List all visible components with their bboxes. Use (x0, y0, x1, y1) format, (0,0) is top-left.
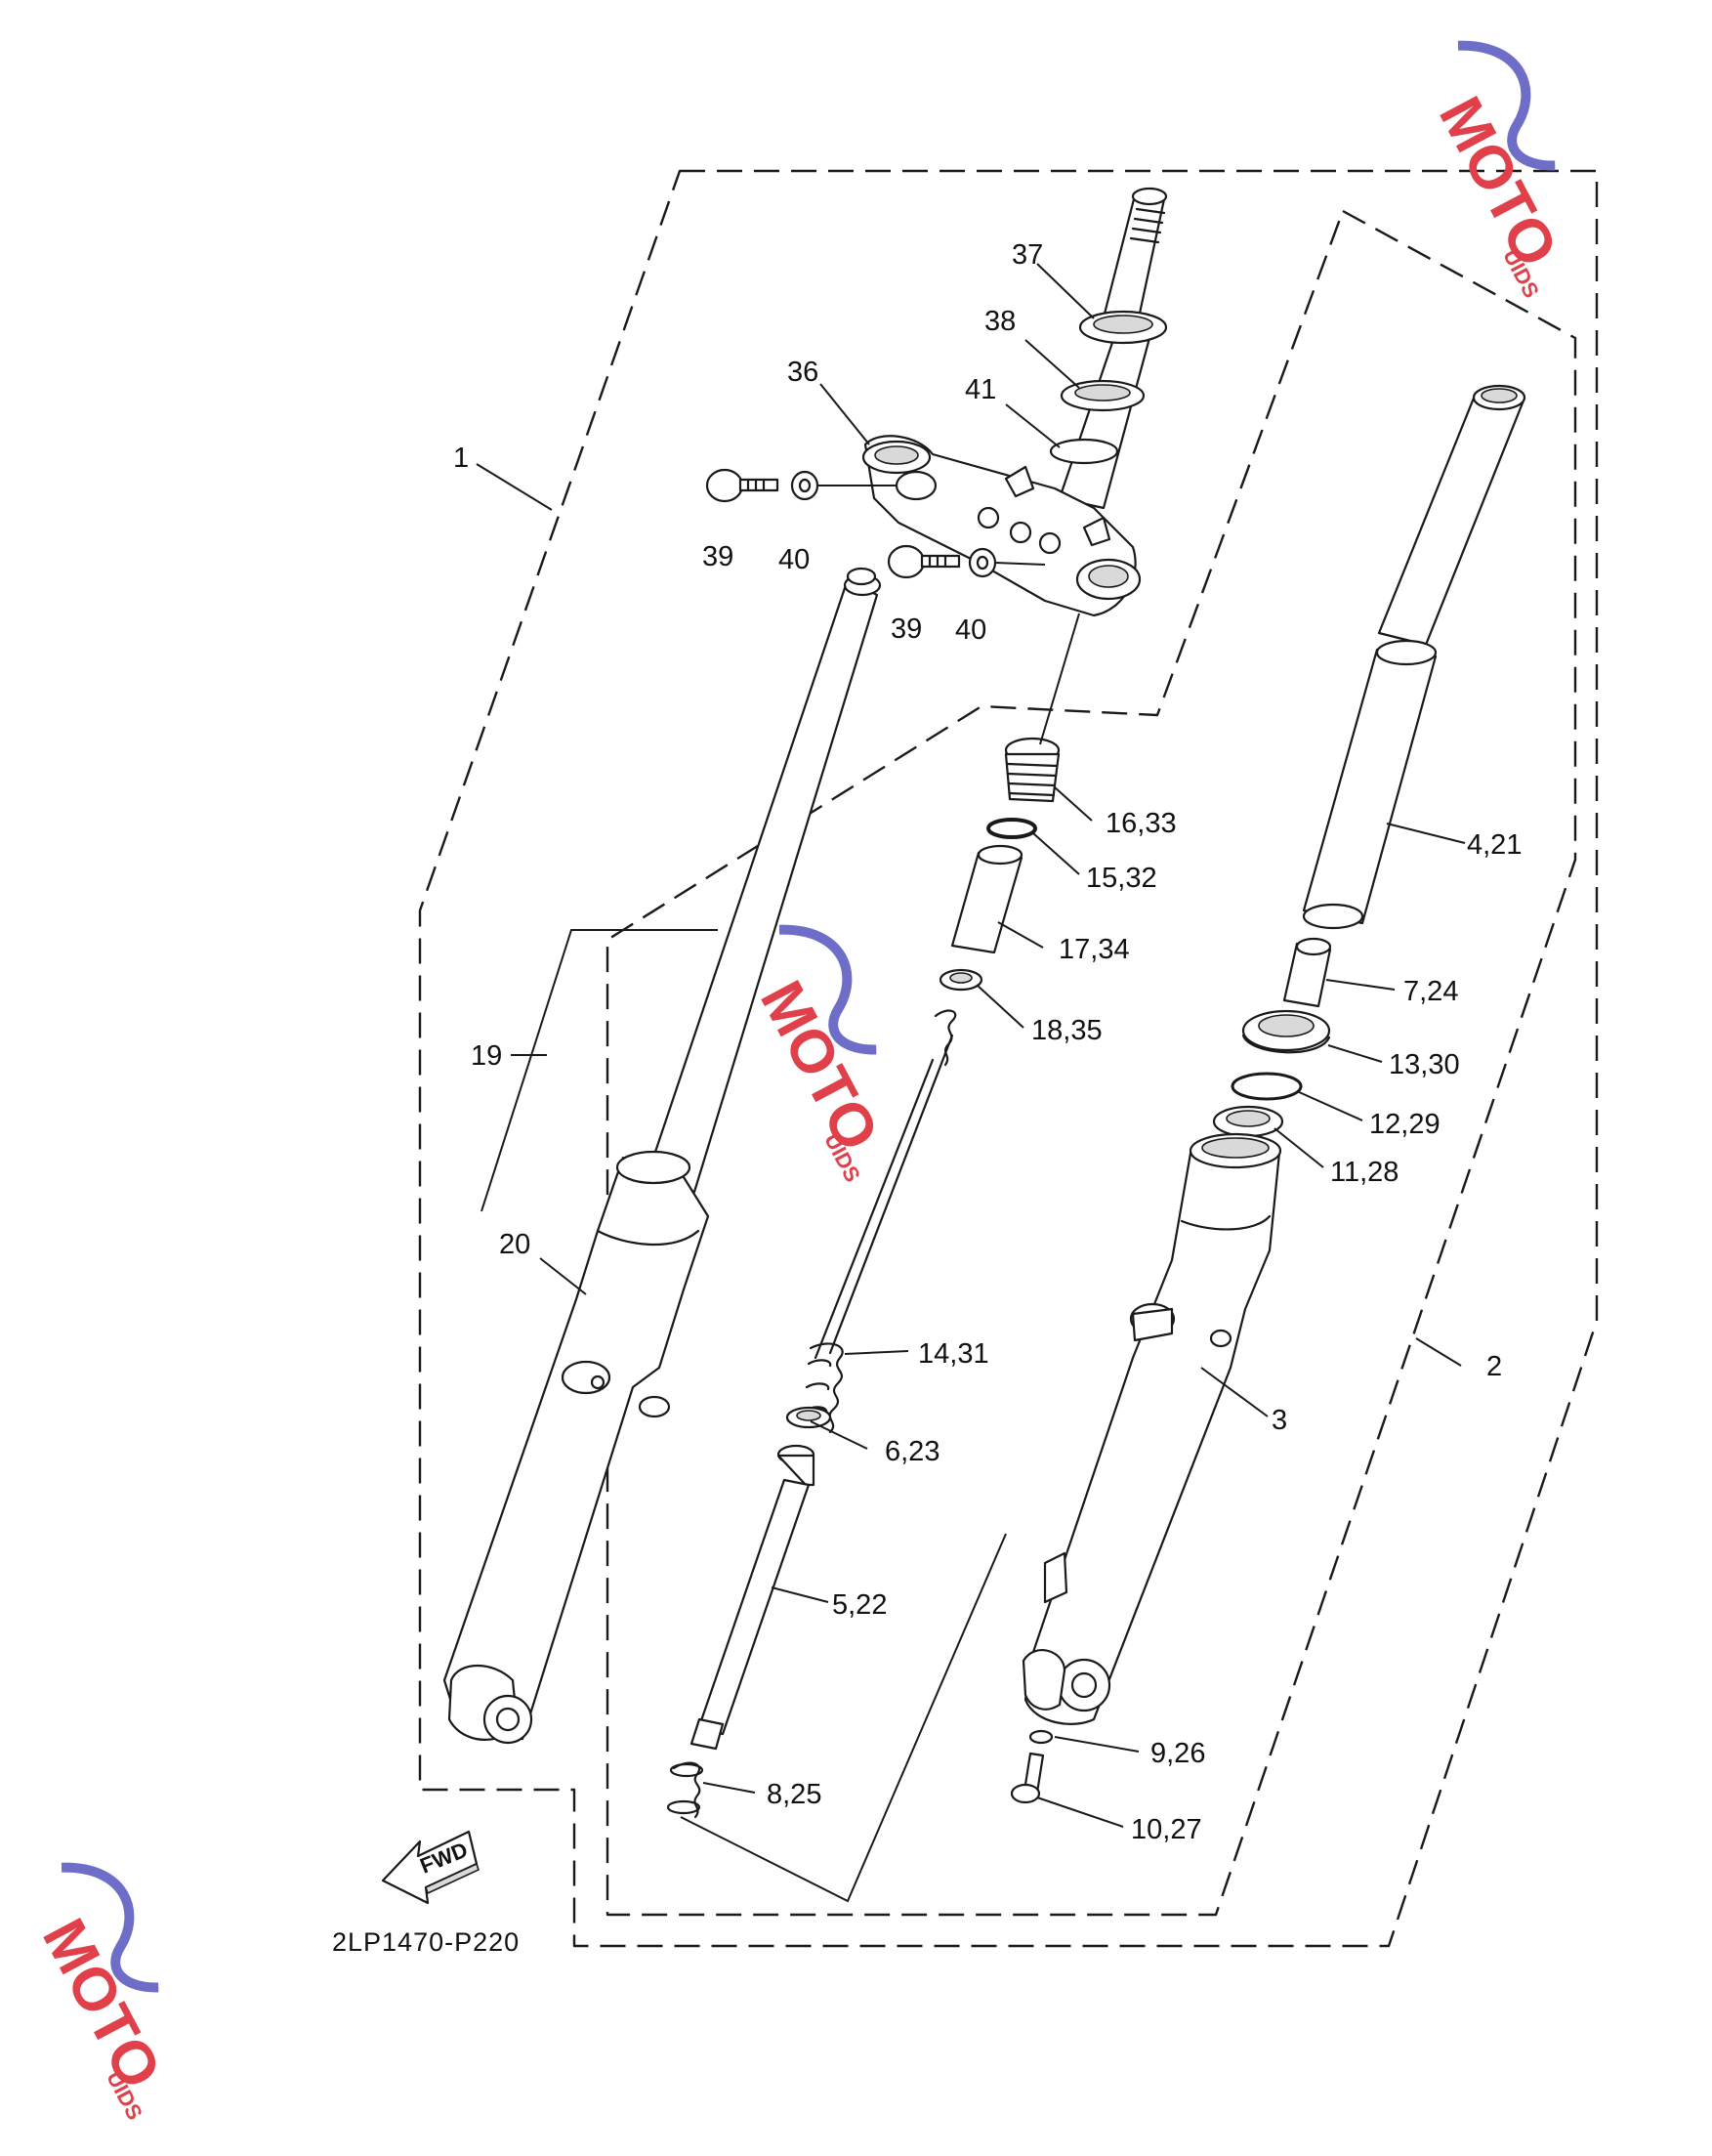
callout-3: 3 (1272, 1405, 1287, 1436)
piston-ring-6 (785, 1406, 832, 1429)
under-bracket (861, 435, 1142, 617)
washer-40-upper (790, 470, 897, 501)
washer-11 (1212, 1105, 1284, 1138)
drain-bolt-10 (1010, 1752, 1045, 1804)
watermark-brand: MOTO (29, 1909, 174, 2100)
callout-13-30: 13,30 (1389, 1049, 1460, 1080)
circlip-12 (1231, 1072, 1303, 1101)
callout-7-24: 7,24 (1403, 976, 1458, 1007)
steering-stem (1049, 187, 1168, 510)
leader-lines (476, 263, 1466, 1903)
fork-spring (814, 1009, 957, 1360)
callout-9-26: 9,26 (1150, 1738, 1205, 1769)
callout-36: 36 (787, 357, 818, 388)
washer-40-lower (968, 547, 1046, 578)
callout-17-34: 17,34 (1059, 934, 1130, 965)
spacer-17 (950, 844, 1023, 954)
watermark-logo-top-right: MOTO UIDS (1426, 40, 1570, 302)
callout-18-35: 18,35 (1031, 1015, 1103, 1046)
gasket-9 (1028, 1729, 1054, 1745)
callout-labels: 1 2 3 4,21 5,22 6,23 7,24 8,25 9,26 10,2… (453, 239, 1522, 1845)
assembly-1-boundary (418, 169, 1599, 1948)
bolt-39-upper (705, 468, 779, 503)
callout-6-23: 6,23 (885, 1436, 940, 1467)
callout-41: 41 (965, 374, 996, 405)
callout-2: 2 (1486, 1351, 1502, 1382)
callout-20: 20 (499, 1229, 530, 1260)
spring-seat-18 (939, 968, 983, 992)
callout-10-27: 10,27 (1131, 1814, 1202, 1845)
watermark-logo-bottom-left: MOTO UIDS (29, 1862, 174, 2124)
inner-tube-4 (1302, 384, 1526, 930)
callout-1: 1 (453, 443, 469, 474)
taper-spindle-8 (666, 1761, 704, 1819)
watermark-brand: MOTO (1426, 87, 1570, 278)
assembly-2-boundary (605, 209, 1577, 1917)
callout-38: 38 (984, 306, 1016, 337)
slide-metal-7 (1282, 937, 1332, 1008)
callout-8-25: 8,25 (767, 1779, 821, 1810)
watermark-brand: MOTO (747, 971, 892, 1163)
callout-12-29: 12,29 (1369, 1109, 1441, 1140)
outer-tube-3 (1022, 1132, 1282, 1725)
callout-37: 37 (1012, 239, 1043, 271)
damper-rod-5 (689, 1444, 815, 1751)
callout-15-32: 15,32 (1086, 863, 1157, 894)
callout-16-33: 16,33 (1106, 808, 1177, 839)
bolt-39-lower (887, 544, 961, 579)
diagram-part-code: 2LP1470-P220 (332, 1927, 520, 1957)
fork-tube-19 (647, 567, 882, 1194)
o-ring-15 (986, 818, 1037, 839)
callout-39-lower: 39 (891, 613, 922, 645)
callout-14-31: 14,31 (918, 1338, 989, 1370)
forward-direction-arrow: FWD (381, 1830, 480, 1905)
callout-11-28: 11,28 (1330, 1157, 1399, 1188)
callout-40-lower: 40 (955, 614, 986, 646)
callout-4-21: 4,21 (1467, 829, 1522, 861)
outer-tube-20 (442, 1150, 710, 1745)
callout-19: 19 (471, 1040, 502, 1072)
callout-40-upper: 40 (778, 544, 810, 575)
callout-39-upper: 39 (702, 541, 733, 572)
oil-seal-13 (1241, 1009, 1331, 1054)
callout-5-22: 5,22 (832, 1589, 887, 1621)
cap-bolt-16 (1004, 737, 1061, 803)
